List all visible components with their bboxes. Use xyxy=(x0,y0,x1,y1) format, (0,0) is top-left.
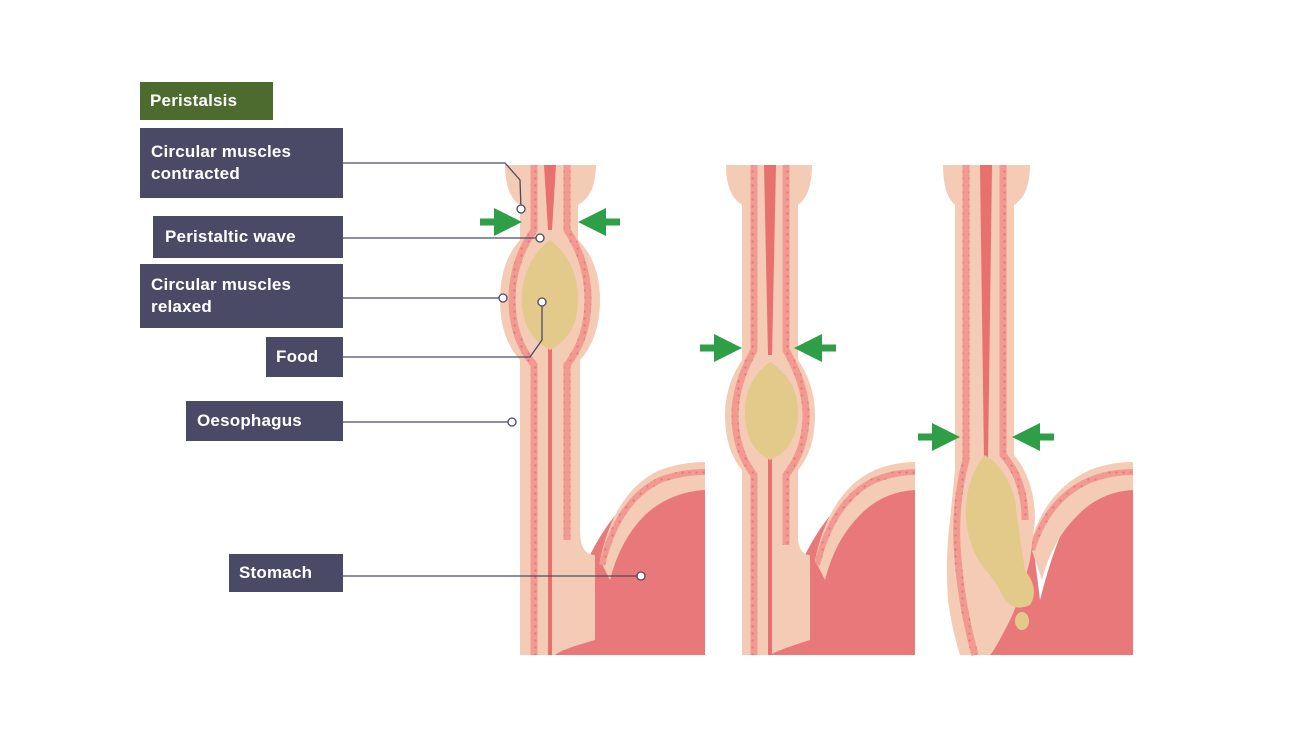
stomach-wall xyxy=(1030,462,1133,580)
leader-points xyxy=(498,204,646,581)
leader-food xyxy=(343,302,543,358)
stomach-wall xyxy=(600,462,705,580)
label-circular-muscles-contracted: Circular muscles contracted xyxy=(140,128,343,198)
food-drop xyxy=(1015,612,1029,630)
pointer-dot xyxy=(507,417,517,427)
pointer-dot xyxy=(516,204,526,214)
stomach-wall xyxy=(815,462,915,580)
pointer-dot xyxy=(636,571,646,581)
label-stomach: Stomach xyxy=(229,554,343,592)
food-bolus xyxy=(965,455,1034,608)
panel-1 xyxy=(480,165,706,655)
food-bolus xyxy=(745,362,798,460)
label-oesophagus: Oesophagus xyxy=(186,401,343,441)
panel-2 xyxy=(700,165,916,655)
diagram-title: Peristalsis xyxy=(140,82,273,120)
label-food: Food xyxy=(266,337,343,377)
pointer-dot xyxy=(498,293,508,303)
label-peristaltic-wave: Peristaltic wave xyxy=(153,216,343,258)
leader-lines xyxy=(343,162,641,577)
pointer-dot xyxy=(535,233,545,243)
food-bolus xyxy=(522,240,578,350)
leader-circular-contracted xyxy=(343,162,522,210)
label-circular-muscles-relaxed: Circular muscles relaxed xyxy=(140,264,343,328)
panel-3 xyxy=(918,165,1134,656)
pointer-dot xyxy=(537,297,547,307)
